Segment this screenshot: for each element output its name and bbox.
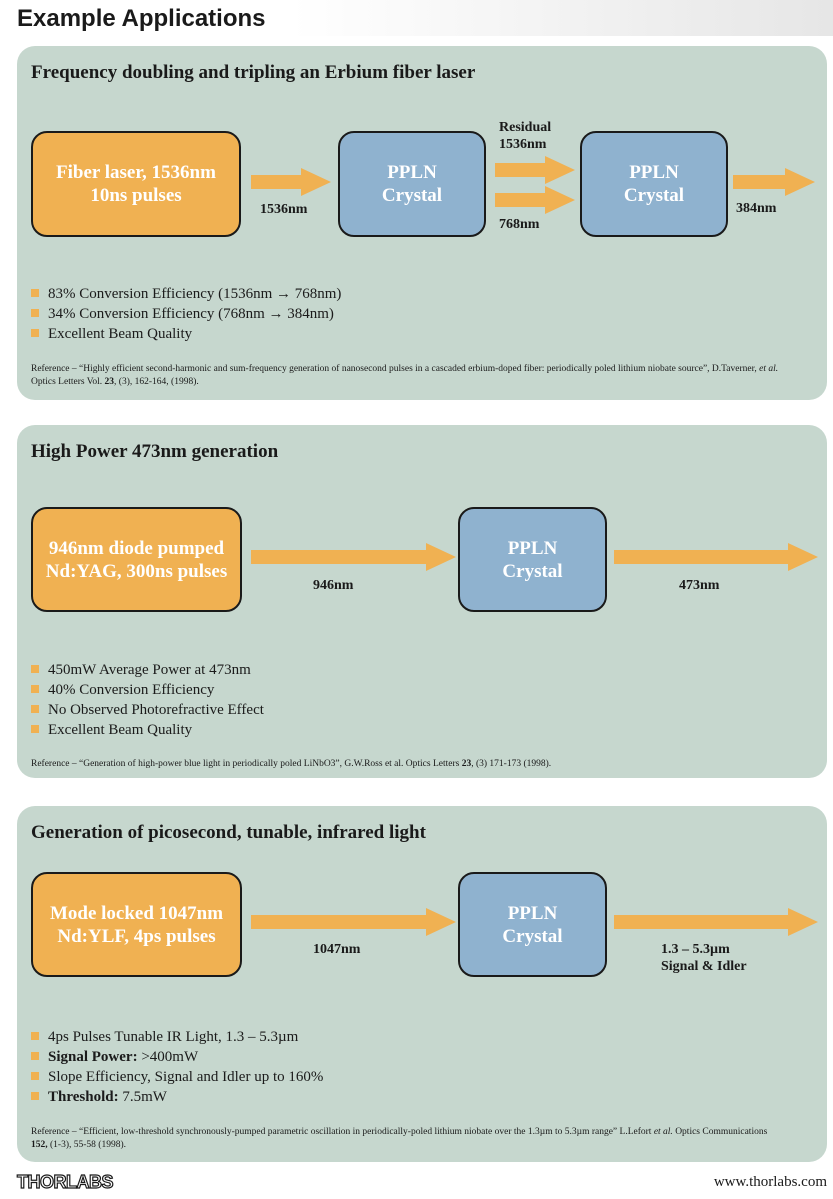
beam-label-output: 1.3 – 5.3µm Signal & Idler: [661, 942, 747, 974]
ppln-crystal-box: PPLN Crystal: [458, 507, 607, 612]
beam-label-mid: 768nm: [499, 217, 540, 232]
panel-title: High Power 473nm generation: [31, 441, 279, 462]
application-panel-picosecond: Generation of picosecond, tunable, infra…: [17, 806, 827, 1162]
beam-label-input: 1047nm: [313, 942, 361, 957]
beam-label-input: 946nm: [313, 578, 354, 593]
square-bullet-icon: [31, 1032, 39, 1040]
arrow-right-icon: [251, 908, 456, 936]
panel-title: Generation of picosecond, tunable, infra…: [31, 822, 426, 843]
list-item: Threshold: 7.5mW: [31, 1087, 323, 1107]
square-bullet-icon: [31, 1092, 39, 1100]
arrow-right-icon: [495, 186, 575, 214]
list-item: 40% Conversion Efficiency: [31, 680, 264, 700]
title-bar: [0, 0, 833, 36]
list-item: Excellent Beam Quality: [31, 324, 341, 344]
square-bullet-icon: [31, 329, 39, 337]
square-bullet-icon: [31, 1072, 39, 1080]
application-panel-erbium: Frequency doubling and tripling an Erbiu…: [17, 46, 827, 400]
arrow-right-icon: [733, 168, 815, 196]
list-item: 83% Conversion Efficiency (1536nm → 768n…: [31, 284, 341, 304]
panel-title: Frequency doubling and tripling an Erbiu…: [31, 62, 476, 83]
reference-text: Reference – “Highly efficient second-har…: [31, 364, 779, 387]
square-bullet-icon: [31, 289, 39, 297]
list-item: No Observed Photorefractive Effect: [31, 700, 264, 720]
list-item: Slope Efficiency, Signal and Idler up to…: [31, 1067, 323, 1087]
beam-label-residual: Residual 1536nm: [499, 120, 552, 152]
reference-text: Reference – “Efficient, low-threshold sy…: [31, 1127, 768, 1150]
source-laser-box: Fiber laser, 1536nm 10ns pulses: [31, 131, 241, 237]
feature-list: 83% Conversion Efficiency (1536nm → 768n…: [31, 284, 341, 344]
square-bullet-icon: [31, 705, 39, 713]
arrow-right-icon: [614, 543, 818, 571]
square-bullet-icon: [31, 1052, 39, 1060]
feature-list: 450mW Average Power at 473nm 40% Convers…: [31, 660, 264, 740]
page-title: Example Applications: [17, 5, 266, 32]
footer-url[interactable]: www.thorlabs.com: [713, 1174, 827, 1190]
beam-label-output: 384nm: [736, 201, 777, 216]
square-bullet-icon: [31, 685, 39, 693]
list-item: 450mW Average Power at 473nm: [31, 660, 264, 680]
ppln-crystal-box: PPLN Crystal: [458, 872, 607, 977]
list-item: Excellent Beam Quality: [31, 720, 264, 740]
source-laser-box: 946nm diode pumped Nd:YAG, 300ns pulses: [31, 507, 242, 612]
list-item: Signal Power: >400mW: [31, 1047, 323, 1067]
square-bullet-icon: [31, 725, 39, 733]
list-item: 34% Conversion Efficiency (768nm → 384nm…: [31, 304, 341, 324]
beam-label-output: 473nm: [679, 578, 720, 593]
arrow-right-icon: [251, 543, 456, 571]
ppln-crystal-box-2: PPLN Crystal: [580, 131, 728, 237]
reference-text: Reference – “Generation of high-power bl…: [31, 759, 552, 769]
list-item: 4ps Pulses Tunable IR Light, 1.3 – 5.3µm: [31, 1027, 323, 1047]
ppln-crystal-box-1: PPLN Crystal: [338, 131, 486, 237]
beam-label-input: 1536nm: [260, 202, 308, 217]
square-bullet-icon: [31, 665, 39, 673]
source-laser-box: Mode locked 1047nm Nd:YLF, 4ps pulses: [31, 872, 242, 977]
thorlabs-logo: THORLABS: [16, 1171, 114, 1192]
feature-list: 4ps Pulses Tunable IR Light, 1.3 – 5.3µm…: [31, 1027, 323, 1107]
application-panel-473nm: High Power 473nm generation 946nm diode …: [17, 425, 827, 778]
arrow-right-icon: [251, 168, 331, 196]
arrow-right-icon: [495, 156, 575, 184]
square-bullet-icon: [31, 309, 39, 317]
arrow-right-icon: [614, 908, 818, 936]
